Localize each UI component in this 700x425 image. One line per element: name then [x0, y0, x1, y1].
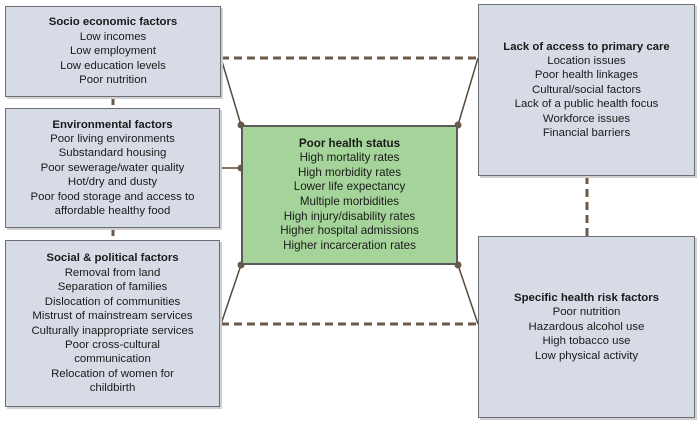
box-title: Environmental factors — [52, 118, 173, 131]
box-item: Cultural/social factors — [532, 83, 641, 96]
socio-economic-factors-box: Socio economic factors Low incomes Low e… — [5, 6, 221, 97]
box-item: Substandard housing — [58, 147, 167, 160]
box-item: High morbidity rates — [297, 165, 402, 179]
box-item: Workforce issues — [542, 112, 631, 125]
box-item: communication — [74, 353, 151, 366]
box-title: Lack of access to primary care — [503, 40, 670, 53]
box-item: Location issues — [547, 54, 626, 67]
poor-health-status-box: Poor health status High mortality rates … — [241, 125, 458, 265]
box-item: Low physical activity — [534, 349, 639, 362]
box-item: Multiple morbidities — [299, 195, 400, 208]
box-item: High injury/disability rates — [283, 209, 416, 223]
social-political-factors-box: Social & political factors Removal from … — [5, 240, 220, 407]
box-item: Poor nutrition — [552, 306, 621, 319]
box-item: Poor health linkages — [534, 69, 639, 82]
connector-top-left — [220, 57, 242, 126]
box-item: Relocation of women for — [51, 367, 174, 380]
environmental-factors-box: Environmental factors Poor living enviro… — [5, 108, 220, 228]
box-item: Poor sewerage/water quality — [40, 161, 185, 174]
box-item: Low incomes — [79, 30, 147, 43]
box-item: Financial barriers — [542, 127, 631, 140]
connector-bottom-right — [457, 264, 479, 325]
box-title: Specific health risk factors — [514, 291, 659, 304]
box-item: Removal from land — [64, 266, 161, 279]
box-item: Separation of families — [57, 281, 168, 294]
box-item: High tobacco use — [542, 335, 631, 348]
box-item: Low education levels — [60, 59, 166, 72]
connector-top-right — [457, 57, 479, 126]
connector-bottom-left — [220, 264, 242, 325]
box-item: Poor cross-cultural — [65, 338, 160, 351]
box-item: Poor living environments — [50, 132, 175, 145]
box-item: childbirth — [89, 382, 136, 395]
box-item: Mistrust of mainstream services — [32, 310, 193, 323]
specific-health-risk-factors-box: Specific health risk factors Poor nutrit… — [478, 236, 695, 418]
box-item: Low employment — [69, 45, 157, 58]
lack-of-access-primary-care-box: Lack of access to primary care Location … — [478, 4, 695, 176]
box-title: Poor health status — [298, 136, 401, 150]
box-item: High mortality rates — [299, 151, 400, 165]
box-item: Lack of a public health focus — [514, 98, 659, 111]
box-title: Social & political factors — [46, 252, 179, 265]
box-title: Socio economic factors — [48, 16, 178, 29]
box-item: Dislocation of communities — [44, 295, 181, 308]
box-item: Hot/dry and dusty — [67, 176, 158, 189]
box-item: Poor nutrition — [79, 74, 147, 87]
box-item: Hazardous alcohol use — [528, 320, 645, 333]
box-item: Poor food storage and access to — [30, 190, 195, 203]
box-item: Higher hospital admissions — [280, 224, 419, 238]
box-item: Lower life expectancy — [293, 180, 406, 194]
box-item: Higher incarceration rates — [283, 238, 416, 252]
box-item: affordable healthy food — [54, 205, 171, 218]
box-item: Culturally inappropriate services — [31, 324, 194, 337]
